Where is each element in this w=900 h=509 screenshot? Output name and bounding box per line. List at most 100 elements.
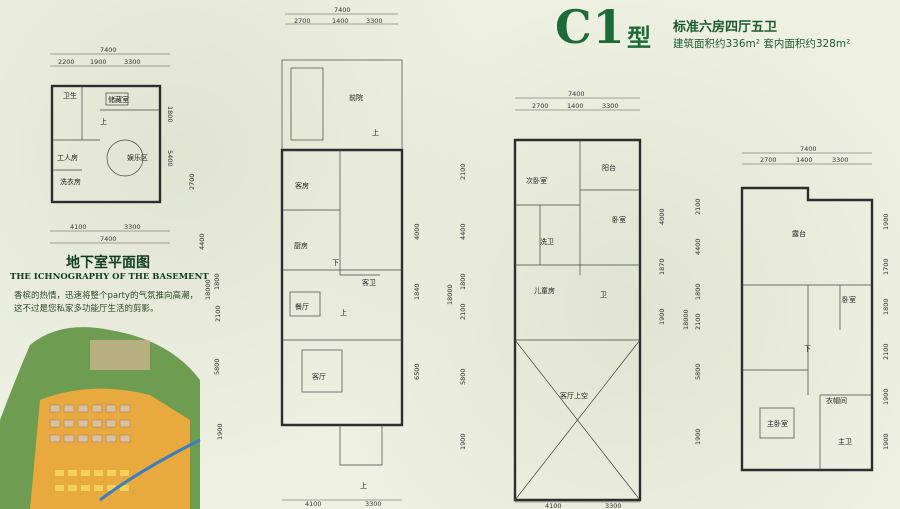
third-floor-plan: 7400 2700 1400 3300 露台 卧室 下 衣帽间 主卧室 主卫 2…	[682, 145, 890, 472]
dim: 7400	[800, 145, 817, 153]
room-label: 客卫	[362, 278, 376, 287]
basement-description-2: 这不过是您私家多功能厅生活的剪影。	[14, 304, 159, 314]
dim: 4100	[545, 502, 562, 509]
dim: 6500	[413, 363, 421, 380]
dim: 4100	[70, 223, 87, 231]
dim: 2700	[532, 102, 549, 110]
room-label: 客厅	[312, 372, 326, 381]
basement-title: 地下室平面图	[66, 255, 150, 271]
dim: 5400	[166, 150, 174, 167]
dim: 3300	[605, 502, 622, 509]
room-label: 卧室	[612, 215, 626, 224]
dim: 2700	[294, 17, 311, 25]
dim: 2100	[882, 343, 890, 360]
dim: 1900	[882, 213, 890, 230]
dim: 1870	[658, 258, 666, 275]
dim: 5800	[213, 358, 221, 375]
dim: 4100	[305, 500, 322, 508]
room-label: 次卧室	[526, 176, 547, 185]
basement-english-title: THE ICHNOGRAPHY OF THE BASEMENT	[10, 272, 209, 282]
basement-description-1: 香槟的热情，迅速将整个party的气氛推向高潮，	[14, 291, 198, 301]
dim: 7400	[100, 46, 117, 54]
room-label: 卧室	[842, 295, 856, 304]
dim: 18000	[446, 284, 454, 305]
room-label: 客房	[295, 181, 309, 190]
dim: 1900	[658, 308, 666, 325]
room-label: 阳台	[602, 163, 616, 172]
basement-plan: 7400 2200 1900 3300 卫生 储藏室 上 工人房 娱乐区 洗衣房…	[50, 46, 174, 244]
entry-porch	[339, 425, 383, 466]
room-label: 上	[340, 308, 347, 317]
room-label: 儿童房	[534, 286, 555, 295]
car-outline	[290, 67, 324, 141]
room-label: 主卫	[838, 437, 852, 446]
master-bed	[759, 407, 795, 439]
dining-table	[289, 291, 321, 317]
dim: 1900	[882, 388, 890, 405]
dim: 1800	[694, 283, 702, 300]
room-label: 主卧室	[767, 419, 788, 428]
second-floor-walls	[513, 138, 642, 502]
dim: 1800	[882, 298, 890, 315]
room-label: 厨房	[294, 241, 308, 250]
seating-circle	[106, 139, 144, 177]
dim: 1900	[459, 433, 467, 450]
dim: 3300	[366, 17, 383, 25]
room-label: 露台	[792, 229, 806, 238]
dim: 1800	[166, 106, 174, 123]
first-floor-plan: 7400 2700 1400 3300 前院 上 客房 厨房 下 客卫 餐厅 上…	[188, 6, 421, 508]
dim: 1900	[882, 433, 890, 450]
dim: 2100	[459, 163, 467, 180]
first-floor-walls	[280, 148, 404, 427]
void-cross	[514, 339, 641, 501]
dim: 1400	[796, 156, 813, 164]
room-label: 娱乐区	[127, 153, 148, 162]
dim: 4000	[658, 208, 666, 225]
room-label: 下	[332, 259, 339, 267]
dim: 3300	[124, 223, 141, 231]
room-label: 洗衣房	[60, 177, 81, 186]
room-label: 衣帽间	[826, 396, 847, 405]
layout-text: 标准六房四厅五卫	[673, 20, 778, 35]
room-label: 客厅上空	[560, 391, 588, 400]
area-text: 建筑面积约336m² 套内面积约328m²	[673, 38, 851, 50]
dim: 2100	[459, 303, 467, 320]
room-label: 前院	[349, 93, 363, 102]
room-label: 上	[100, 117, 107, 126]
dim: 1900	[90, 58, 107, 66]
sofa-set	[301, 349, 343, 393]
dim: 3300	[602, 102, 619, 110]
dim: 1400	[332, 17, 349, 25]
dim: 4400	[694, 238, 702, 255]
room-label: 上	[360, 481, 367, 490]
room-label: 洗卫	[540, 237, 554, 246]
dim: 2700	[188, 173, 196, 190]
dim: 4400	[198, 233, 206, 250]
dim: 1900	[694, 428, 702, 445]
model-code: C1	[555, 0, 626, 54]
dim: 2100	[694, 313, 702, 330]
dim: 2200	[58, 58, 75, 66]
basement-walls	[50, 84, 162, 204]
dim: 4400	[459, 223, 467, 240]
dim: 1800	[213, 273, 221, 290]
front-yard	[281, 59, 403, 151]
room-label: 工人房	[57, 153, 78, 162]
dim: 3300	[365, 500, 382, 508]
second-floor-plan: 7400 2700 1400 3300 次卧室 阳台 卧室 洗卫 儿童房 卫 客…	[446, 90, 666, 509]
room-label: 储藏室	[108, 95, 129, 104]
dim: 18000	[682, 309, 690, 330]
site-map-thumbnail	[0, 327, 201, 509]
room-label: 餐厅	[295, 302, 309, 311]
dim: 4000	[413, 223, 421, 240]
dim: 1400	[567, 102, 584, 110]
dim: 2100	[694, 198, 702, 215]
title-block: C1 型 标准六房四厅五卫 建筑面积约336m² 套内面积约328m²	[555, 0, 895, 56]
dim: 2700	[760, 156, 777, 164]
dim: 3300	[832, 156, 849, 164]
dim: 5800	[459, 368, 467, 385]
dim: 5800	[694, 363, 702, 380]
dim: 7400	[334, 6, 351, 14]
dim: 7400	[568, 90, 585, 98]
